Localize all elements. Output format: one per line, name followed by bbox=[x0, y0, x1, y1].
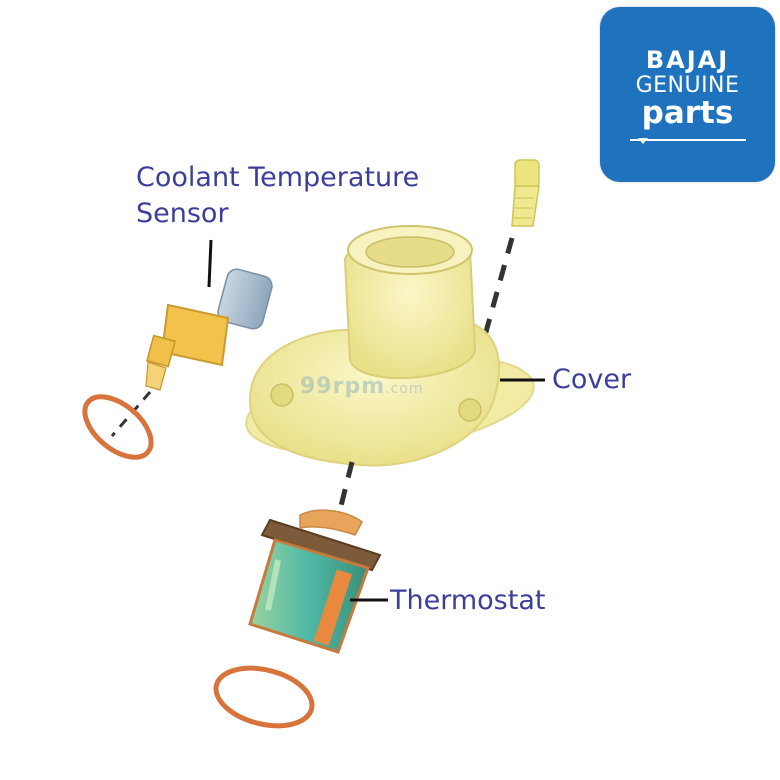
logo-genuine: GENUINE bbox=[635, 73, 740, 98]
bajaj-genuine-parts-logo: BAJAJ GENUINE parts bbox=[600, 7, 775, 182]
logo-brand: BAJAJ bbox=[645, 46, 730, 74]
coolant-sensor-part bbox=[145, 268, 273, 391]
bolt bbox=[511, 159, 540, 227]
thermostat-part bbox=[248, 509, 382, 654]
sensor-oring-leader-line bbox=[110, 391, 152, 437]
sensor-leader-line bbox=[207, 239, 213, 288]
logo-tick-icon bbox=[638, 138, 648, 144]
logo-parts: parts bbox=[641, 95, 734, 131]
thermostat-label: Thermostat bbox=[390, 585, 546, 616]
cover-thermostat-leader-line bbox=[335, 461, 355, 519]
coolant-sensor-label: Coolant Temperature Sensor bbox=[136, 162, 420, 229]
cover-label: Cover bbox=[552, 364, 632, 395]
watermark-main: 99rpm bbox=[300, 374, 386, 399]
cover-part bbox=[245, 225, 535, 467]
logo-underline bbox=[630, 139, 746, 141]
sensor-o-ring bbox=[82, 394, 154, 460]
thermostat-o-ring bbox=[213, 665, 315, 729]
watermark-suffix: .com bbox=[385, 381, 424, 397]
watermark: 99rpm.com bbox=[300, 374, 424, 399]
